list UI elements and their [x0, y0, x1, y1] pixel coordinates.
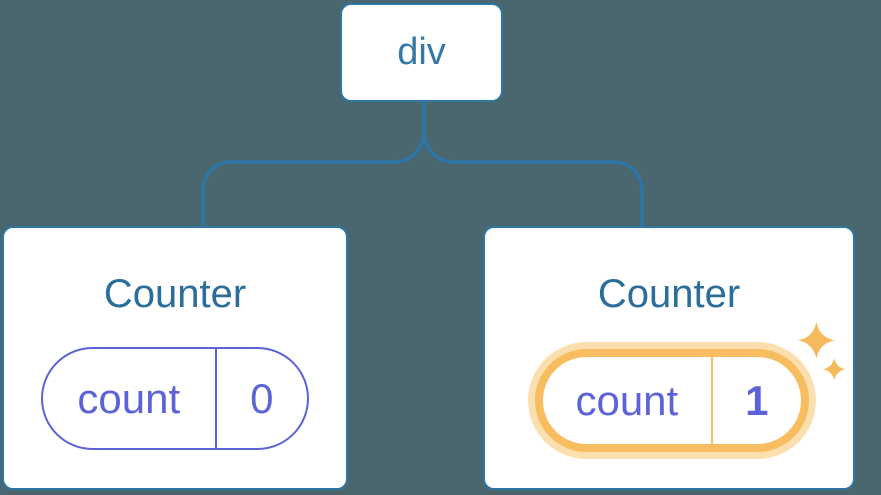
counter-title: Counter [597, 272, 741, 316]
state-pill: count 0 [41, 347, 309, 450]
tree-node-div: div [340, 3, 503, 102]
root-node-label: div [397, 31, 446, 73]
state-value: 0 [250, 374, 274, 422]
state-key-label: count [543, 357, 713, 444]
state-value: 1 [745, 376, 769, 424]
counter-card-left: Counter count 0 [2, 226, 348, 490]
state-pill-highlighted: count 1 [535, 349, 809, 452]
sparkles-icon [798, 322, 846, 381]
counter-card-right: Counter count 1 [483, 226, 855, 490]
state-key-label: count [43, 349, 217, 448]
counter-title: Counter [103, 272, 247, 316]
